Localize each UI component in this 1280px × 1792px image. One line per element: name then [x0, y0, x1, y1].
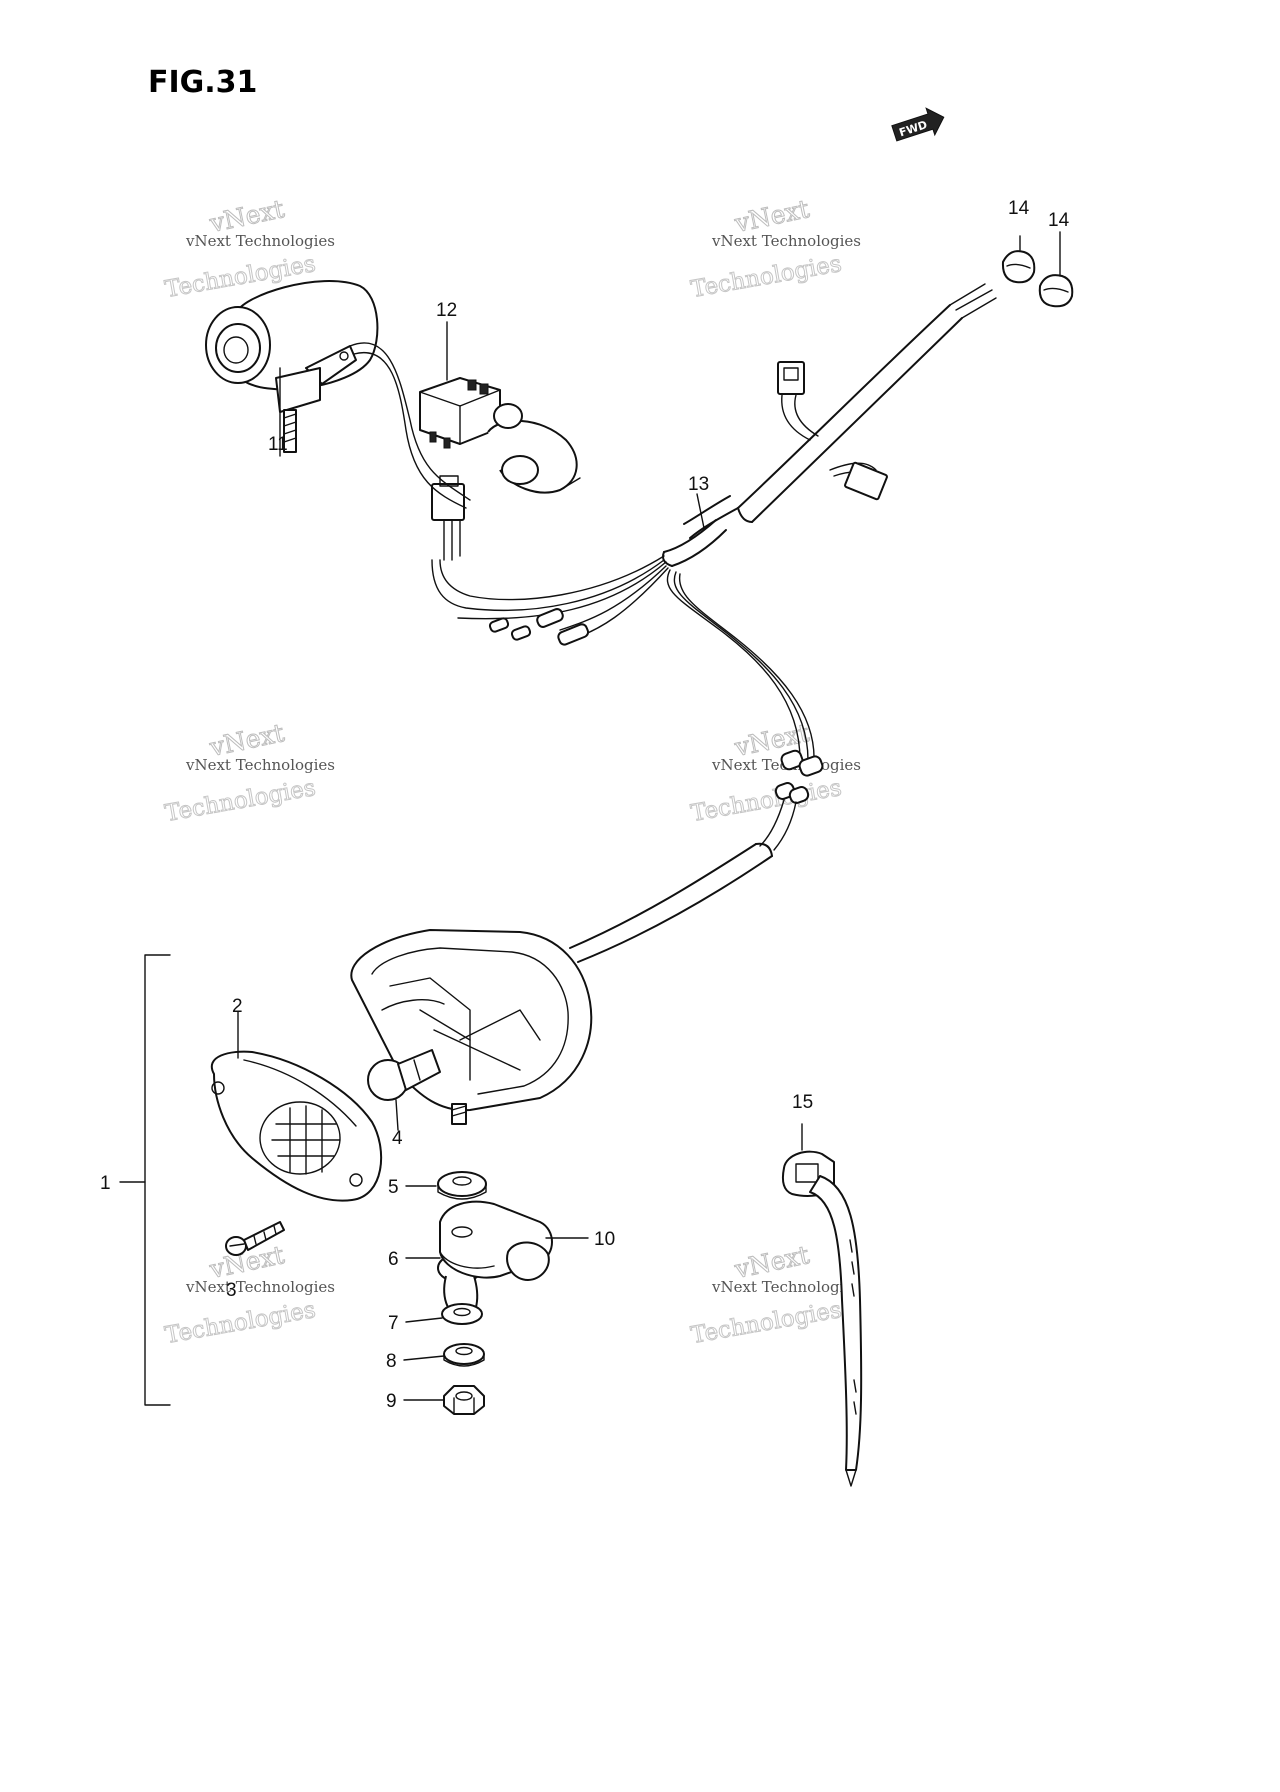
callout-15: 15 — [792, 1092, 813, 1113]
svg-text:vNext Technologies: vNext Technologies — [711, 232, 861, 250]
watermark: vNext vNext Technologies Technologies — [689, 1240, 861, 1350]
svg-text:vNext Technologies: vNext Technologies — [185, 1278, 335, 1296]
svg-text:Technologies: Technologies — [163, 1297, 317, 1349]
grommet-part — [1001, 235, 1036, 284]
screw-part — [225, 1221, 285, 1256]
callout-13: 13 — [688, 474, 709, 495]
callout-5: 5 — [388, 1177, 399, 1198]
clamp-part — [439, 1200, 553, 1281]
washer-part — [443, 1343, 485, 1367]
callout-14: 14 — [1048, 210, 1070, 231]
grommet-part — [1038, 231, 1074, 308]
washer-part — [441, 1303, 483, 1325]
callout-8: 8 — [386, 1351, 397, 1372]
svg-text:Technologies: Technologies — [163, 775, 317, 827]
callout-10: 10 — [594, 1229, 615, 1250]
svg-text:vNext Technologies: vNext Technologies — [185, 232, 335, 250]
svg-text:vNext Technologies: vNext Technologies — [711, 1278, 861, 1296]
lamp-part — [205, 280, 532, 641]
callout-7: 7 — [388, 1313, 399, 1334]
forward-arrow-icon: FWD — [891, 107, 945, 142]
callout-11: 11 — [268, 434, 288, 455]
figure-title: FIG.31 — [148, 65, 257, 100]
callout-2: 2 — [232, 996, 243, 1017]
callout-4: 4 — [392, 1128, 403, 1149]
callout-1: 1 — [100, 1173, 111, 1194]
callout-12: 12 — [436, 300, 457, 321]
leader-lines — [237, 321, 803, 1401]
callout-3: 3 — [226, 1280, 237, 1301]
svg-text:vNext Technologies: vNext Technologies — [185, 756, 335, 774]
svg-text:Technologies: Technologies — [689, 251, 843, 303]
wiring-harness — [431, 283, 997, 963]
forward-label: FWD — [898, 118, 929, 139]
cable-tie-part — [782, 1150, 863, 1487]
svg-text:Technologies: Technologies — [689, 1297, 843, 1349]
nut-part — [443, 1385, 485, 1415]
callout-labels: 1 2 3 4 5 6 7 8 9 10 11 12 13 14 14 15 — [100, 198, 1070, 1412]
assembly-bracket — [144, 954, 171, 1406]
bulb-part — [367, 1049, 441, 1101]
watermark: vNext vNext Technologies Technologies — [689, 194, 861, 304]
lens-part — [210, 1050, 383, 1202]
relay-part — [419, 377, 581, 561]
watermark: vNext vNext Technologies Technologies — [163, 718, 335, 828]
callout-6: 6 — [388, 1249, 399, 1270]
svg-text:Technologies: Technologies — [689, 775, 843, 827]
watermark: vNext vNext Technologies Technologies — [689, 718, 861, 828]
watermark: vNext vNext Technologies Technologies — [163, 1240, 335, 1350]
callout-9: 9 — [386, 1391, 397, 1412]
washer-part — [437, 1171, 487, 1200]
callout-14: 14 — [1008, 198, 1030, 219]
